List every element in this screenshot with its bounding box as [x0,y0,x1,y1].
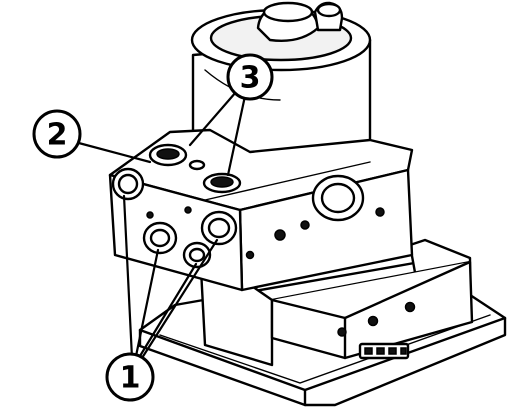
block-bolt-hole [184,206,192,214]
brake-line-port [142,221,178,255]
bracket-bolt-hole [337,327,347,337]
bracket-bolt-hole [404,301,416,313]
callout-2: 2 [32,109,82,159]
block-bolt-hole [146,211,154,219]
callout-3-label: 3 [240,61,261,96]
callout-1: 1 [105,352,155,402]
block-bolt-hole [274,229,286,241]
brake-line-port [200,210,238,246]
block-bolt-hole [375,207,385,217]
brake-line-port [182,241,212,269]
block-bolt-hole [245,250,255,260]
connector-marking: ▫▫▫▫ [383,369,386,371]
brake-line-port [111,167,145,201]
leader-lines [73,90,247,360]
callout-2-label: 2 [47,118,68,153]
block-bolt-hole [300,220,310,230]
callout-1-label: 1 [120,361,141,396]
callout-3: 3 [226,53,274,101]
valve-block [108,128,414,292]
bracket-bolt-hole [367,315,379,327]
